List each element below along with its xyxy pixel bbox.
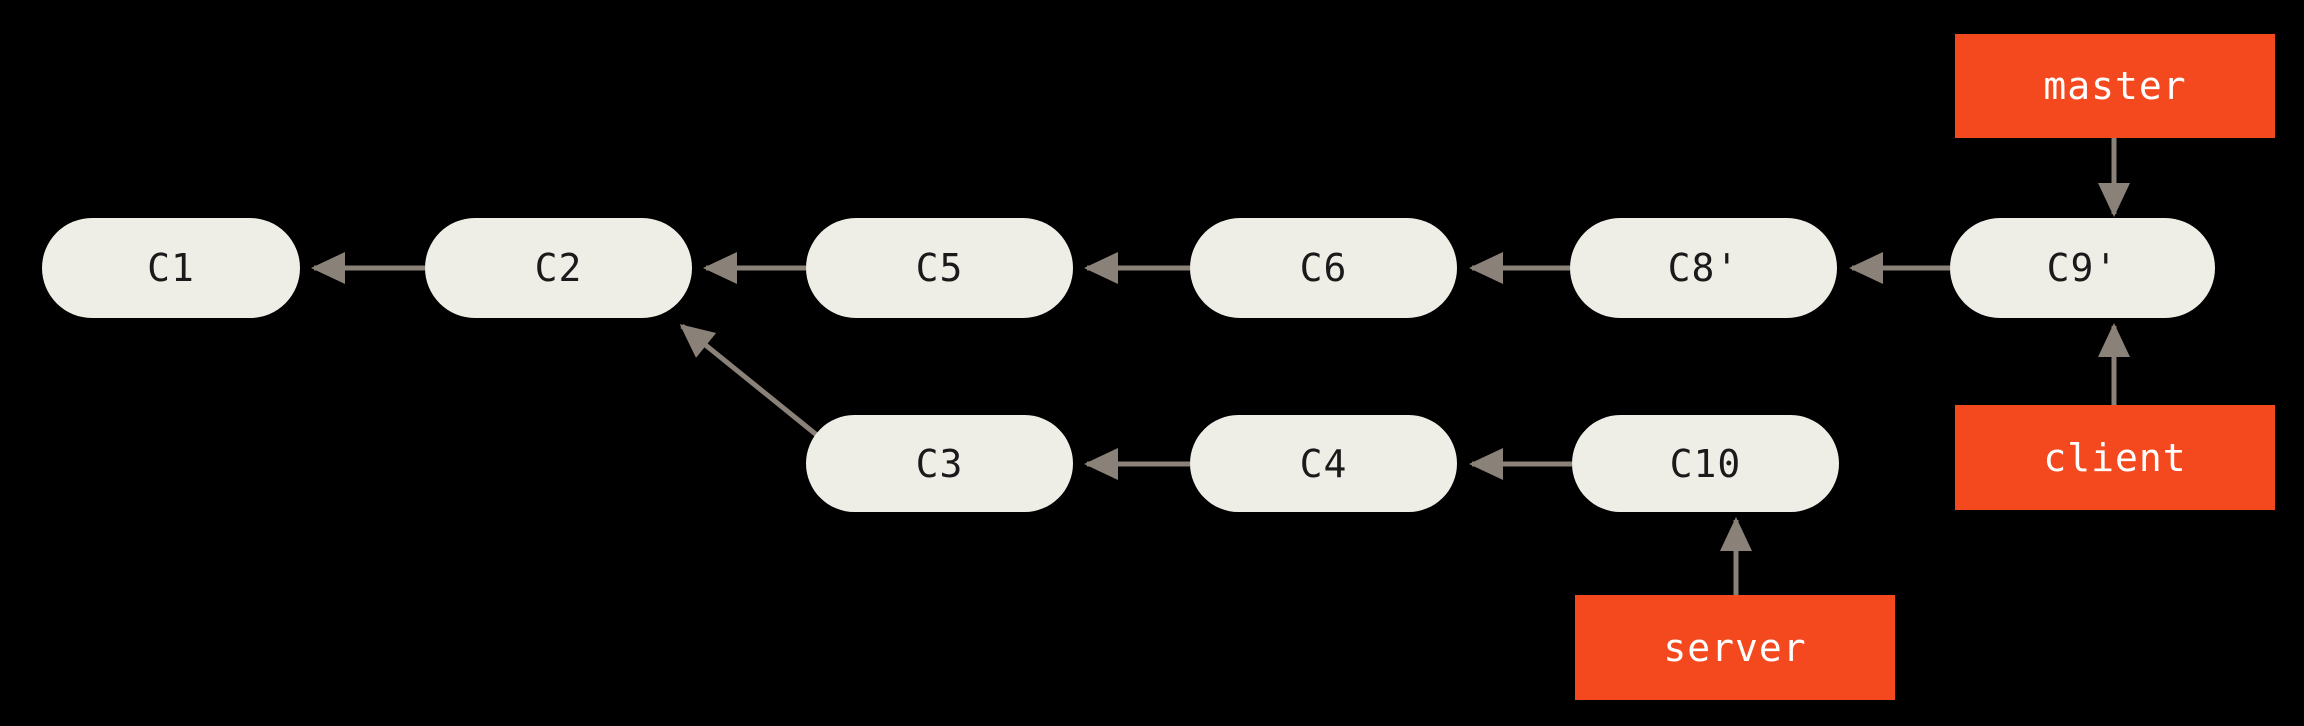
commit-node-c3[interactable]: C3 bbox=[806, 415, 1073, 512]
commit-node-c6[interactable]: C6 bbox=[1190, 218, 1457, 318]
commit-node-c10[interactable]: C10 bbox=[1572, 415, 1839, 512]
branch-label-server[interactable]: server bbox=[1575, 595, 1895, 700]
edge-c3-to-c2 bbox=[679, 324, 820, 438]
commit-node-c1[interactable]: C1 bbox=[42, 218, 300, 318]
branch-label-client[interactable]: client bbox=[1955, 405, 2275, 510]
branch-label-master[interactable]: master bbox=[1955, 34, 2275, 138]
commit-node-c4[interactable]: C4 bbox=[1190, 415, 1457, 512]
commit-node-c9-prime[interactable]: C9' bbox=[1950, 218, 2215, 318]
commit-node-c2[interactable]: C2 bbox=[425, 218, 692, 318]
commit-node-c8-prime[interactable]: C8' bbox=[1570, 218, 1837, 318]
commit-node-c5[interactable]: C5 bbox=[806, 218, 1073, 318]
